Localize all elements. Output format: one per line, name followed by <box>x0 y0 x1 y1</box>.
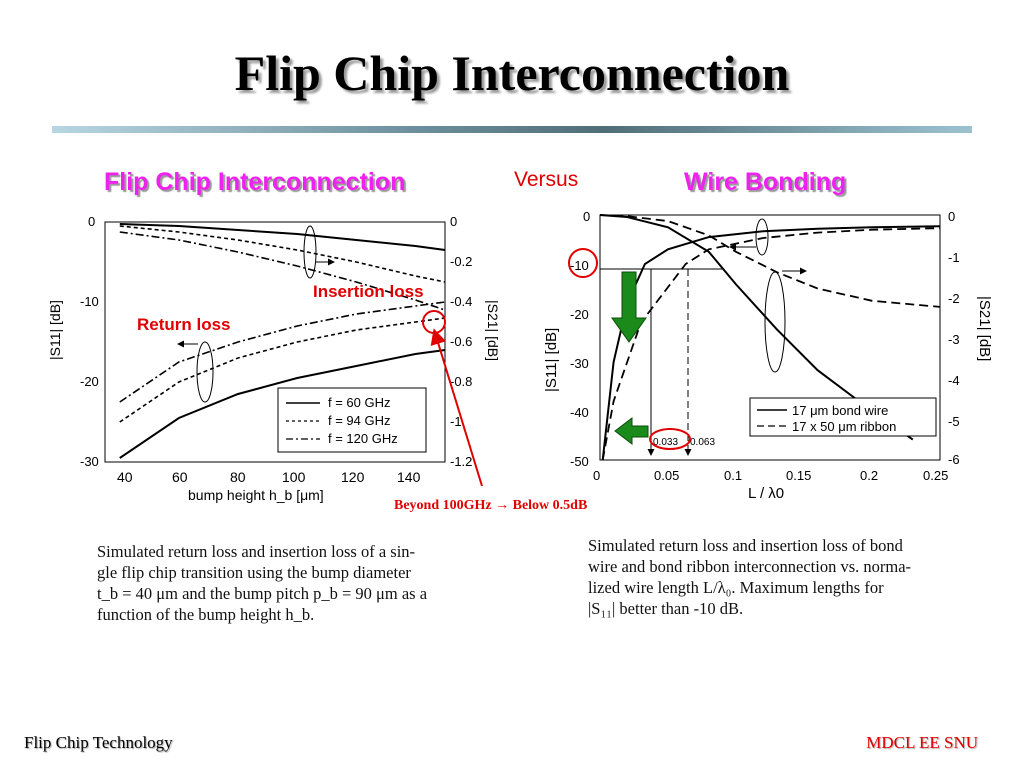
right-plot-frame <box>599 214 941 461</box>
l-xtick-1: 60 <box>172 469 188 485</box>
l-ytick-right-5: -1 <box>450 414 462 429</box>
left-legend-box <box>277 387 427 453</box>
left-caption: Simulated return loss and insertion loss… <box>97 541 427 625</box>
l-ytick-right-6: -1.2 <box>450 454 472 469</box>
l-xtick-2: 80 <box>230 469 246 485</box>
r-legend-1: 17 x 50 μm ribbon <box>792 419 896 434</box>
l-xlabel: bump height h_b [μm] <box>188 487 324 503</box>
slide-title: Flip Chip Interconnection <box>234 45 790 101</box>
r-xtick-3: 0.15 <box>786 468 811 483</box>
l-ytick-right-4: -0.8 <box>450 374 472 389</box>
l-legend-2: f = 120 GHz <box>328 431 398 446</box>
highlight-ellipse-markers <box>649 428 691 450</box>
r-ylabel-right: |S21| [dB] <box>976 296 993 361</box>
r-ytick-right-2: -2 <box>948 291 960 306</box>
highlight-circle-right <box>568 248 598 278</box>
l-xtick-5: 140 <box>397 469 421 485</box>
l-ylabel-right: |S21| [dB] <box>485 300 501 361</box>
l-ytick-left-2: -20 <box>80 374 99 389</box>
right-caption-line: wire and bond ribbon interconnection vs.… <box>588 557 912 576</box>
series-line-s21-5 <box>119 231 446 311</box>
r-ytick-left-4: -40 <box>570 405 589 420</box>
footer-left: Flip Chip Technology <box>24 733 173 752</box>
left-caption-line: function of the bump height h_b. <box>97 605 315 624</box>
l-ytick-right-1: -0.2 <box>450 254 472 269</box>
green-arrow-left <box>614 416 649 446</box>
r-ytick-left-3: -30 <box>570 356 589 371</box>
return-loss-label: Return loss <box>137 315 231 334</box>
r-ytick-right-0: 0 <box>948 209 955 224</box>
series-line-s21-3 <box>599 214 941 308</box>
l-ytick-left-1: -10 <box>80 294 99 309</box>
right-heading: Wire Bonding <box>684 168 847 196</box>
r-xtick-0: 0 <box>593 468 600 483</box>
left-chart: 0 -10 -20 -30 0 -0.2 -0.4 -0.6 -0.8 -1 -… <box>47 214 501 503</box>
left-caption-line: gle flip chip transition using the bump … <box>97 563 411 582</box>
l-ytick-right-0: 0 <box>450 214 457 229</box>
r-xlabel: L / λ0 <box>748 485 784 502</box>
footer-right: MDCL EE SNU <box>866 733 978 752</box>
series-line-s21-4 <box>119 225 446 283</box>
r-xtick-4: 0.2 <box>860 468 878 483</box>
l-ytick-left-3: -30 <box>80 454 99 469</box>
l-ytick-left-0: 0 <box>88 214 95 229</box>
red-pointer-arrow <box>430 328 483 487</box>
right-chart: 0 -10 -20 -30 -40 -50 0 -1 -2 -3 -4 -5 -… <box>543 209 993 502</box>
r-ytick-left-2: -20 <box>570 307 589 322</box>
l-ytick-right-3: -0.6 <box>450 334 472 349</box>
l-xtick-3: 100 <box>282 469 306 485</box>
r-ytick-left-1: -10 <box>570 258 589 273</box>
left-caption-line: t_b = 40 μm and the bump pitch p_b = 90 … <box>97 584 428 603</box>
versus-label: Versus <box>514 168 579 191</box>
right-caption-line: Simulated return loss and insertion loss… <box>588 536 903 555</box>
series-line-s11-2 <box>119 301 446 403</box>
l-legend-0: f = 60 GHz <box>328 395 391 410</box>
r-ytick-right-6: -6 <box>948 452 960 467</box>
series-line-s11-0 <box>601 225 941 461</box>
l-xtick-0: 40 <box>117 469 133 485</box>
title-divider <box>52 126 972 133</box>
right-legend-box <box>749 397 937 437</box>
r-ytick-right-5: -5 <box>948 414 960 429</box>
left-caption-line: Simulated return loss and insertion loss… <box>97 542 416 561</box>
r-ytick-right-4: -4 <box>948 373 960 388</box>
r-ytick-left-5: -50 <box>570 454 589 469</box>
l-legend-1: f = 94 GHz <box>328 413 391 428</box>
l-xtick-4: 120 <box>341 469 365 485</box>
highlight-circle-left <box>422 310 446 334</box>
series-line-s21-2 <box>599 214 914 441</box>
marker-0063: 0.063 <box>690 437 715 448</box>
right-caption: Simulated return loss and insertion loss… <box>588 535 911 619</box>
series-line-s21-3 <box>119 223 446 251</box>
series-line-s11-1 <box>119 317 446 423</box>
l-ylabel-left: |S11| [dB] <box>47 300 63 360</box>
l-ytick-right-2: -0.4 <box>450 294 472 309</box>
right-caption-line: |S₁₁| better than -10 dB. <box>588 599 744 618</box>
r-xtick-1: 0.05 <box>654 468 679 483</box>
beyond-note: Beyond 100GHz → Below 0.5dB <box>394 498 588 513</box>
green-arrow-down <box>611 271 647 343</box>
right-caption-line: lized wire length L/λ₀. Maximum lengths … <box>588 578 884 597</box>
r-ylabel-left: |S11| [dB] <box>543 328 560 392</box>
r-legend-0: 17 μm bond wire <box>792 403 888 418</box>
insertion-loss-label: Insertion loss <box>313 282 424 301</box>
r-xtick-2: 0.1 <box>724 468 742 483</box>
r-xtick-5: 0.25 <box>923 468 948 483</box>
marker-0033: 0.033 <box>653 437 678 448</box>
series-line-s11-0 <box>119 349 446 459</box>
left-heading: Flip Chip Interconnection <box>104 168 406 196</box>
series-line-s11-1 <box>601 227 941 461</box>
r-ytick-left-0: 0 <box>583 209 590 224</box>
r-ytick-right-3: -3 <box>948 332 960 347</box>
r-ytick-right-1: -1 <box>948 250 960 265</box>
